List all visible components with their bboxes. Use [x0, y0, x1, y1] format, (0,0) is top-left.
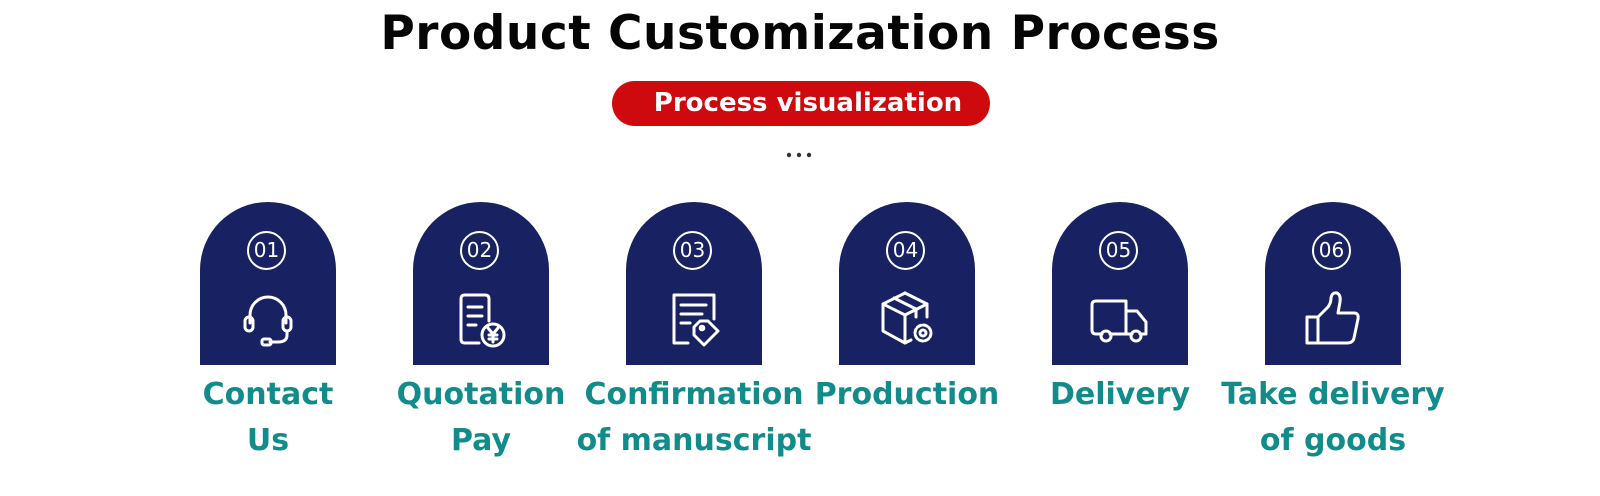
- step-number: 05: [1099, 231, 1138, 270]
- headset-icon: [243, 295, 293, 347]
- subtitle-badge: Process visualization: [612, 81, 990, 126]
- document-tag-icon: [672, 293, 720, 347]
- step-card-02: 02: [413, 202, 549, 365]
- step-number: 06: [1312, 231, 1351, 270]
- step-label-02: Quotation Pay: [396, 377, 566, 458]
- step-number: 03: [673, 231, 712, 270]
- quotation-document-icon: [459, 293, 506, 348]
- package-gear-icon: [881, 291, 933, 345]
- step-card-04: 04: [839, 202, 975, 365]
- step-number: 01: [247, 231, 286, 270]
- step-number: 04: [886, 231, 925, 270]
- step-card-03: 03: [626, 202, 762, 365]
- step-number: 02: [460, 231, 499, 270]
- step-label-01: Contact Us: [202, 377, 334, 458]
- thumbs-up-icon: [1305, 291, 1360, 345]
- step-label-06: Take delivery of goods: [1221, 377, 1445, 458]
- delivery-truck-icon: [1090, 299, 1148, 343]
- step-card-01: 01: [200, 202, 336, 365]
- step-card-06: 06: [1265, 202, 1401, 365]
- step-label-04: Production: [814, 377, 1000, 412]
- step-label-05: Delivery: [1049, 377, 1191, 412]
- ellipsis-icon: [786, 152, 812, 158]
- step-card-05: 05: [1052, 202, 1188, 365]
- page-title: Product Customization Process: [380, 6, 1220, 61]
- step-label-03: Confirmation of manuscript: [576, 377, 812, 458]
